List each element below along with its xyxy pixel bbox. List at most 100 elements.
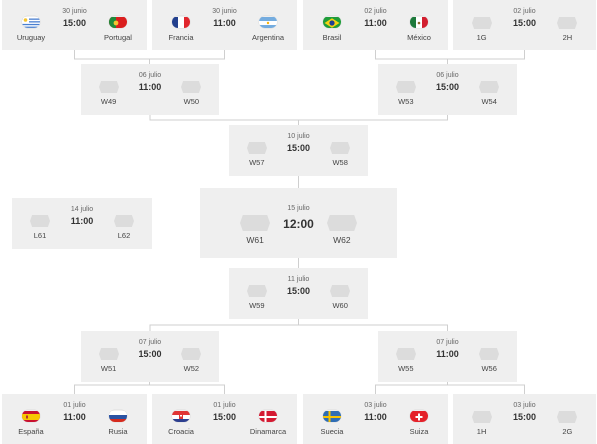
away-team-label: W54 [481, 97, 497, 106]
portugal-flag-icon [109, 16, 127, 28]
switzerland-flag-icon [410, 410, 428, 422]
match-date: 30 junio [212, 8, 237, 15]
team-placeholder-icon [30, 215, 50, 227]
team-placeholder-icon [479, 81, 500, 93]
team-placeholder-icon [479, 348, 500, 360]
france-flag-icon [172, 16, 190, 28]
match-time: 15:00 [286, 143, 311, 153]
match-time: 15:00 [512, 18, 537, 28]
mexico-flag-icon [410, 16, 428, 28]
connector-line [74, 50, 225, 60]
connector-line [375, 50, 525, 60]
match-time: 15:00 [138, 349, 162, 359]
away-team-label: W56 [481, 364, 497, 373]
match-time: 15:00 [286, 286, 311, 296]
match-date: 02 julio [513, 8, 536, 15]
home-team-label: W61 [246, 235, 264, 245]
team-placeholder-icon [471, 411, 492, 423]
connector-line [149, 115, 448, 121]
home-team-label: Francia [168, 33, 194, 42]
away-team-label: Portugal [104, 33, 132, 42]
away-team-label: W62 [333, 235, 351, 245]
match-date: 06 julio [138, 72, 162, 79]
match-card-r16-4[interactable]: 02 julio 15:00 1G 2H [453, 0, 596, 50]
away-team-label: México [407, 33, 431, 42]
away-team-label: W52 [183, 364, 200, 373]
match-date: 14 julio [70, 206, 94, 213]
match-time: 12:00 [283, 217, 314, 231]
denmark-flag-icon [259, 410, 277, 422]
away-team-label: Argentina [251, 33, 285, 42]
match-time: 15:00 [62, 18, 87, 28]
away-team-label: 2G [562, 427, 573, 436]
team-placeholder-icon [557, 411, 578, 423]
home-team-label: Croacia [168, 427, 194, 436]
match-time: 11:00 [436, 349, 459, 359]
team-placeholder-icon [181, 81, 202, 93]
match-time: 11:00 [213, 18, 236, 28]
match-date: 10 julio [287, 133, 310, 140]
spain-flag-icon [22, 410, 40, 422]
match-date: 11 julio [287, 276, 310, 283]
home-team-label: W53 [398, 97, 414, 106]
brazil-flag-icon [323, 16, 341, 28]
home-team-label: L61 [33, 231, 47, 240]
home-team-label: Suecia [320, 427, 344, 436]
home-team-label: W55 [398, 364, 414, 373]
match-date: 03 julio [513, 402, 536, 409]
match-date: 03 julio [364, 402, 387, 409]
croatia-flag-icon [172, 410, 190, 422]
team-placeholder-icon [395, 81, 416, 93]
match-date: 01 julio [63, 402, 86, 409]
team-placeholder-icon [114, 215, 134, 227]
match-date: 02 julio [364, 8, 387, 15]
russia-flag-icon [109, 410, 127, 422]
away-team-label: Suiza [409, 427, 429, 436]
match-date: 06 julio [436, 72, 459, 79]
argentina-flag-icon [259, 16, 277, 28]
team-placeholder-icon [557, 17, 578, 29]
team-placeholder-icon [181, 348, 202, 360]
match-time: 11:00 [138, 82, 162, 92]
match-date: 30 junio [62, 8, 87, 15]
away-team-label: W60 [332, 301, 348, 310]
team-placeholder-icon [246, 142, 267, 154]
sweden-flag-icon [323, 410, 341, 422]
match-time: 15:00 [435, 82, 460, 92]
connector-line [375, 384, 525, 394]
away-team-label: 2H [562, 33, 573, 42]
connector-line [74, 384, 225, 394]
home-team-label: 1G [476, 33, 487, 42]
team-placeholder-icon [330, 142, 351, 154]
match-date: 07 julio [436, 339, 459, 346]
match-date: 01 julio [213, 402, 236, 409]
team-placeholder-icon [330, 285, 351, 297]
home-team-label: W59 [249, 301, 265, 310]
home-team-label: W57 [249, 158, 265, 167]
match-time: 11:00 [63, 412, 86, 422]
away-team-label: Rusia [108, 427, 128, 436]
match-time: 15:00 [512, 412, 537, 422]
team-placeholder-icon [240, 215, 271, 231]
home-team-label: 1H [476, 427, 487, 436]
match-time: 11:00 [364, 412, 387, 422]
match-card-r16-8[interactable]: 03 julio 15:00 1H 2G [453, 394, 596, 444]
match-date: 15 julio [287, 205, 310, 212]
away-team-label: Dinamarca [249, 427, 287, 436]
